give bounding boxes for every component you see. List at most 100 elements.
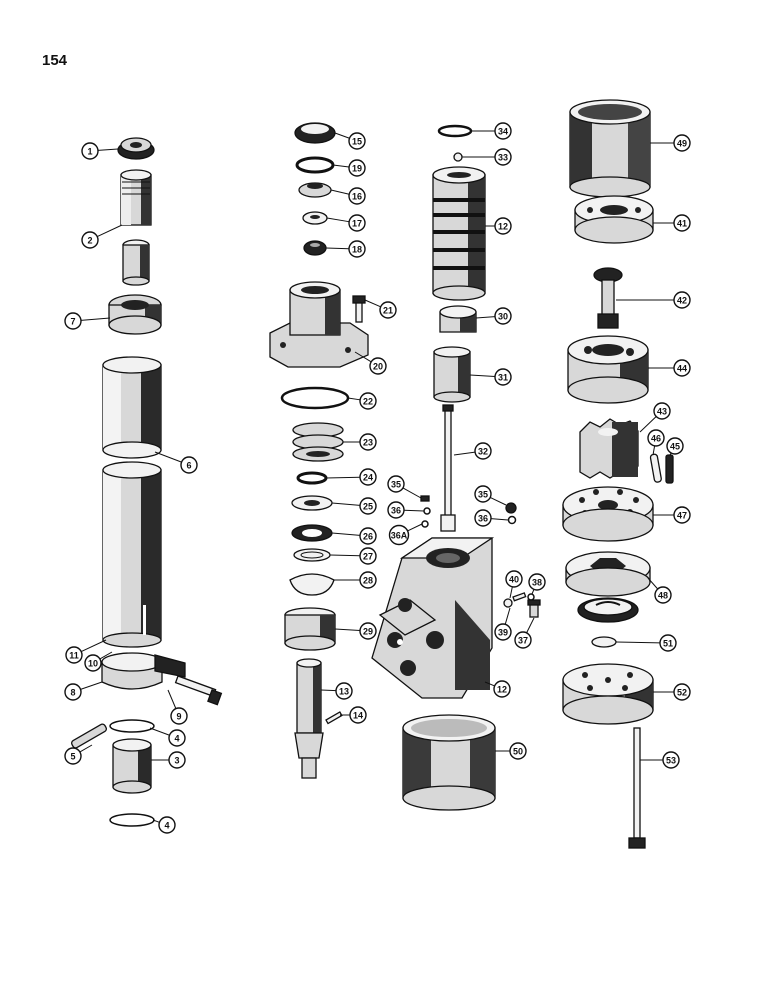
callout-circle: [81, 231, 99, 249]
callout-circle: [65, 646, 83, 664]
leader-line: [325, 476, 361, 479]
callout-circle: [509, 742, 527, 760]
callout-label: 4: [174, 734, 179, 744]
callout-label: 4: [164, 821, 169, 831]
callout-circle: [348, 240, 366, 258]
callout-label: 35: [391, 480, 401, 490]
callout-label: 14: [353, 711, 363, 721]
part-rotor-43: [579, 418, 639, 479]
callout-22: 22: [347, 392, 377, 410]
callout-label: 40: [509, 575, 519, 585]
callout-7: 7: [64, 312, 111, 330]
callout-41: 41: [653, 214, 691, 232]
callout-28: 28: [334, 571, 377, 589]
callout-circle: [673, 134, 691, 152]
callout-circle: [348, 132, 366, 150]
callout-12: 12: [484, 680, 511, 698]
callout-32: 32: [453, 442, 492, 460]
leader-line: [403, 509, 425, 512]
part-bearing: [108, 294, 162, 335]
leader-line: [97, 224, 123, 238]
leader-line: [490, 518, 509, 521]
callout-circle: [474, 485, 492, 503]
callout-circle: [388, 524, 410, 546]
callout-label: 44: [677, 364, 687, 374]
part-washer-51: [591, 636, 617, 648]
part-spool-sleeve: [432, 166, 486, 301]
leader-line: [526, 617, 535, 634]
part-plate-47: [562, 486, 654, 542]
callout-circle: [84, 654, 102, 672]
leader-line: [330, 189, 350, 195]
callout-label: 18: [352, 245, 362, 255]
part-drive-30: [439, 305, 477, 333]
callout-label: 35: [478, 490, 488, 500]
callout-label: 12: [497, 685, 507, 695]
callout-3: 3: [151, 751, 186, 769]
leader-line: [329, 554, 361, 557]
leader-line: [154, 451, 182, 463]
part-nut: [117, 137, 155, 160]
callout-circle: [387, 501, 405, 519]
callout-label: 16: [352, 192, 362, 202]
callout-25: 25: [331, 497, 377, 515]
part-bolt-53: [628, 727, 646, 849]
callout-circle: [494, 217, 512, 235]
part-sleeve-31: [433, 346, 471, 403]
callout-label: 9: [176, 712, 181, 722]
callout-circle: [528, 573, 546, 591]
leader-line: [407, 523, 423, 532]
callout-circle: [168, 729, 186, 747]
leader-line: [325, 247, 350, 250]
callout-circle: [662, 751, 680, 769]
callout-49: 49: [650, 134, 691, 152]
callout-label: 53: [666, 756, 676, 766]
callout-circle: [81, 142, 99, 160]
callout-45: 45: [666, 437, 684, 456]
callout-circle: [673, 291, 691, 309]
callout-circle: [359, 468, 377, 486]
callout-label: 36: [391, 506, 401, 516]
leader-line: [364, 299, 381, 308]
callout-label: 2: [87, 236, 92, 246]
callout-12: 12: [485, 217, 512, 235]
callout-29: 29: [334, 622, 377, 640]
callout-9: 9: [167, 689, 188, 725]
callout-circle: [673, 506, 691, 524]
callout-label: 39: [498, 628, 508, 638]
leader-line: [152, 819, 160, 823]
callout-1: 1: [81, 142, 119, 160]
callout-label: 1: [87, 147, 92, 157]
callout-46: 46: [647, 429, 665, 456]
leader-line: [531, 589, 535, 595]
callout-36A: 36A: [388, 523, 423, 546]
part-vanes: [649, 453, 674, 484]
callout-15: 15: [334, 132, 366, 150]
callout-circle: [64, 312, 82, 330]
callout-label: 28: [363, 576, 373, 586]
callout-19: 19: [332, 159, 366, 177]
callout-34: 34: [471, 122, 512, 140]
callout-circle: [359, 547, 377, 565]
callout-circle: [474, 509, 492, 527]
callout-circle: [494, 307, 512, 325]
part-end-cap-52: [562, 663, 654, 725]
callout-circle: [387, 475, 405, 493]
callout-43: 43: [639, 402, 671, 433]
callout-circle: [493, 680, 511, 698]
callout-label: 19: [352, 164, 362, 174]
callout-label: 13: [339, 687, 349, 697]
callout-40: 40: [505, 570, 523, 599]
callout-label: 12: [498, 222, 508, 232]
callout-label: 27: [363, 552, 373, 562]
leader-line: [331, 502, 361, 506]
leader-line: [331, 532, 361, 536]
callout-circle: [673, 683, 691, 701]
callout-circle: [666, 437, 684, 455]
callout-label: 43: [657, 407, 667, 417]
callout-50: 50: [495, 742, 527, 760]
callout-10: 10: [84, 651, 113, 672]
callout-14: 14: [340, 706, 367, 724]
callout-label: 6: [186, 461, 191, 471]
